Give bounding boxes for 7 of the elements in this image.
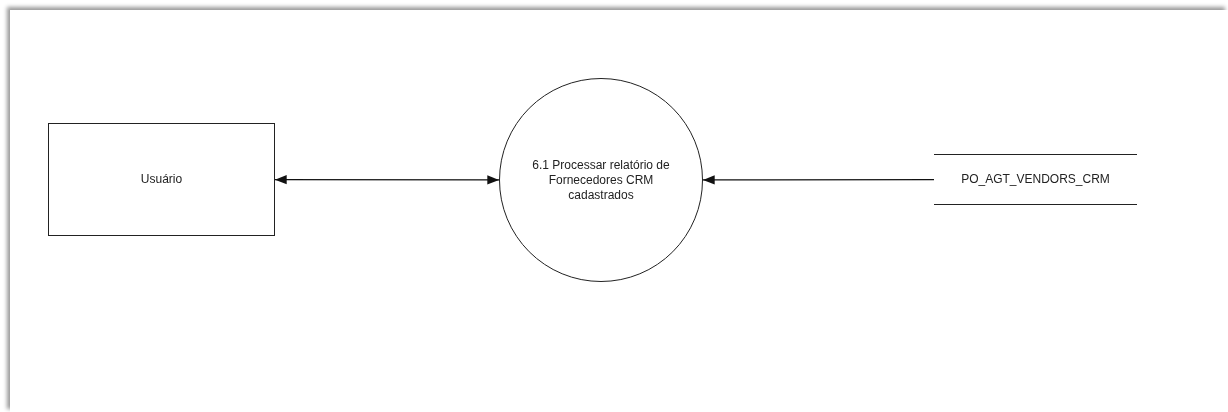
arrow [702, 175, 935, 185]
node-label: PO_AGT_VENDORS_CRM [961, 172, 1110, 187]
node-label: Usuário [140, 172, 183, 187]
data-store [934, 154, 1137, 205]
arrow [274, 174, 500, 185]
node-label: 6.1 Processar relatório de Fornecedores CRM cadastrados [531, 157, 671, 203]
entity-box [48, 123, 275, 236]
